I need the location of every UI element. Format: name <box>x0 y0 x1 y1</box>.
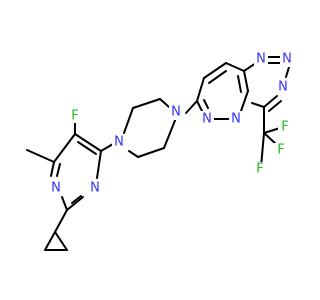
bond-cf3-f-top <box>263 127 281 134</box>
atom-fluorine-cf3-bottom: F <box>253 162 267 177</box>
bond-pyrimidine-n1-c6 <box>50 161 55 177</box>
bond-cyclopropyl-3 <box>54 231 68 251</box>
bond-cf3-f-bottom <box>260 132 265 168</box>
bond-pyrimidine-c5-c4 <box>74 133 102 152</box>
bond-pyrimidine-c2-n3 <box>66 196 84 211</box>
atom-label-f-cf3-top: F <box>281 120 288 135</box>
bond-piperazine-4 <box>163 117 177 149</box>
chemical-structure-diagram: F N N N N N N N <box>26 51 294 251</box>
atom-label-f-ring: F <box>71 109 78 124</box>
atom-nitrogen-piperazine-left: N <box>112 134 126 150</box>
bond-piperazine-3 <box>159 98 170 108</box>
atom-nitrogen-triazole-top-left: N <box>254 52 268 67</box>
bond-pyridazine-7 <box>240 90 249 112</box>
atom-label-f-cf3-right: F <box>277 143 284 158</box>
bond-pyrimidine-c2-n3-double <box>71 195 82 204</box>
bond-cyclopropyl-1 <box>44 231 56 251</box>
bond-piperazine-2 <box>132 98 161 109</box>
bond-pyridazine-1 <box>196 77 205 102</box>
bond-piperazine-1 <box>123 107 134 134</box>
atom-nitrogen-pyrimidine-left: N <box>49 181 63 196</box>
bond-pyrimidine-to-piperazine <box>100 143 114 152</box>
bond-pyrimidine-c2-n1 <box>61 196 68 211</box>
atom-nitrogen-triazole-right: N <box>276 79 290 95</box>
bond-pyridazine-4 <box>243 70 249 92</box>
bond-triazole-4-double <box>268 100 282 112</box>
atom-label-n-triazole-top-right: N <box>282 52 292 67</box>
atom-nitrogen-triazole-top-right: N <box>280 52 294 67</box>
atom-label-n-pip-right: N <box>171 105 181 120</box>
atom-label-n-pdz-2: N <box>231 112 241 127</box>
atom-label-n-triazole-top-left: N <box>256 52 266 67</box>
atom-nitrogen-piperazine-right: N <box>169 105 183 120</box>
bond-piperazine-to-pyridazine <box>185 100 198 114</box>
atom-fluorine-ring: F <box>68 108 82 124</box>
atom-label-n-pyr-right: N <box>90 181 100 196</box>
bond-pyridazine-2-double <box>208 70 227 84</box>
bond-pyridazine-5-double <box>203 99 209 109</box>
atom-nitrogen-pyrimidine-right: N <box>88 180 102 196</box>
bond-triazole-3 <box>285 66 290 78</box>
atom-label-n-triazole-right: N <box>278 80 288 95</box>
bond-cf3-f-right <box>263 132 277 145</box>
atom-fluorine-cf3-top: F <box>278 120 292 135</box>
bond-pyrimidine-c6-c5 <box>53 133 76 163</box>
bond-pyrimidine-n1-c6-double <box>56 163 61 177</box>
bond-pyrimidine-c4-n3 <box>96 150 102 179</box>
bond-pyridazine-2 <box>203 62 227 79</box>
bonds <box>26 56 290 251</box>
atom-fluorine-cf3-right: F <box>274 143 288 158</box>
atom-label-f-cf3-bottom: F <box>256 162 263 177</box>
bond-cyclopropyl-to-pyrimidine <box>54 209 68 233</box>
atom-label-n-pip-left: N <box>114 135 124 150</box>
bond-triazole-5 <box>251 102 265 108</box>
bond-pyrimidine-c5-c4-double <box>77 141 97 155</box>
atom-nitrogen-pyridazine-2: N <box>229 111 243 127</box>
atom-label-n-pyr-left: N <box>51 181 61 196</box>
atom-labels: F N N N N N N N <box>49 52 294 196</box>
bond-piperazine-6 <box>128 150 139 158</box>
bond-pyridazine-4-double <box>237 75 242 93</box>
bond-methyl <box>26 149 55 163</box>
bond-pyridazine-5 <box>196 100 203 112</box>
atom-label-n-pdz-1: N <box>202 112 212 127</box>
bond-pyridazine-3 <box>225 62 245 72</box>
bond-piperazine-5 <box>137 147 165 158</box>
bond-triazole-4 <box>263 95 278 108</box>
atom-nitrogen-pyridazine-1: N <box>200 111 214 127</box>
